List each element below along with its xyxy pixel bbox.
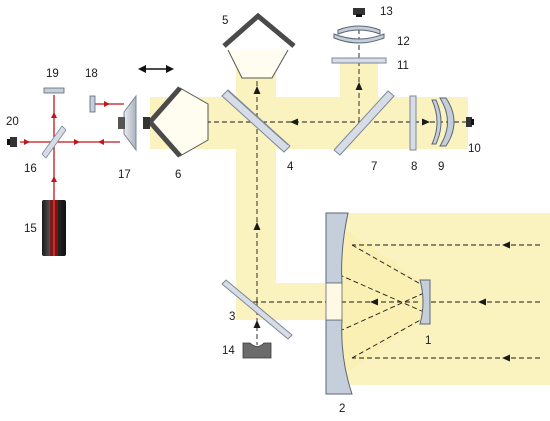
label-1: 1 <box>425 335 431 347</box>
label-11: 11 <box>397 60 409 72</box>
filter-11 <box>331 57 387 64</box>
label-9: 9 <box>438 161 444 173</box>
splitter-7 <box>333 90 395 156</box>
label-10: 10 <box>468 143 481 155</box>
label-4: 4 <box>287 161 294 173</box>
label-8: 8 <box>411 161 417 173</box>
beam-splitter-4 <box>221 89 291 153</box>
scan-arrow-icon <box>138 65 174 73</box>
label-17: 17 <box>118 169 131 181</box>
primary-mirror <box>325 212 353 395</box>
beam-regions <box>150 55 550 385</box>
label-7: 7 <box>371 161 377 173</box>
mirror-18 <box>89 95 96 113</box>
label-15: 15 <box>24 223 37 235</box>
laser-module <box>7 87 150 256</box>
plate-8 <box>409 95 417 151</box>
label-16: 16 <box>24 163 37 175</box>
label-12: 12 <box>397 36 410 48</box>
lens-group-9 <box>431 97 455 147</box>
label-2: 2 <box>339 403 345 415</box>
collimator-17 <box>118 94 150 152</box>
label-6: 6 <box>175 169 181 181</box>
secondary-mirror <box>419 279 431 325</box>
roof-prism-5 <box>222 12 296 79</box>
splitter-16 <box>41 125 67 159</box>
label-19: 19 <box>46 68 59 80</box>
source-14 <box>242 342 272 359</box>
label-20: 20 <box>6 116 19 128</box>
ray-arrows <box>190 82 510 362</box>
label-3: 3 <box>229 311 235 323</box>
label-5: 5 <box>222 15 228 27</box>
fold-mirror-3 <box>221 279 293 340</box>
label-18: 18 <box>85 68 98 80</box>
labels: 1 2 3 4 5 6 7 8 9 10 11 12 13 14 15 16 1… <box>6 6 481 415</box>
detector-20 <box>7 137 17 147</box>
converging-beam <box>340 226 424 377</box>
label-13: 13 <box>380 6 393 18</box>
label-14: 14 <box>222 345 235 357</box>
detector-10 <box>466 117 474 127</box>
mirror-19 <box>43 87 65 94</box>
detector-13 <box>353 8 365 17</box>
lens-group-12 <box>333 25 385 44</box>
